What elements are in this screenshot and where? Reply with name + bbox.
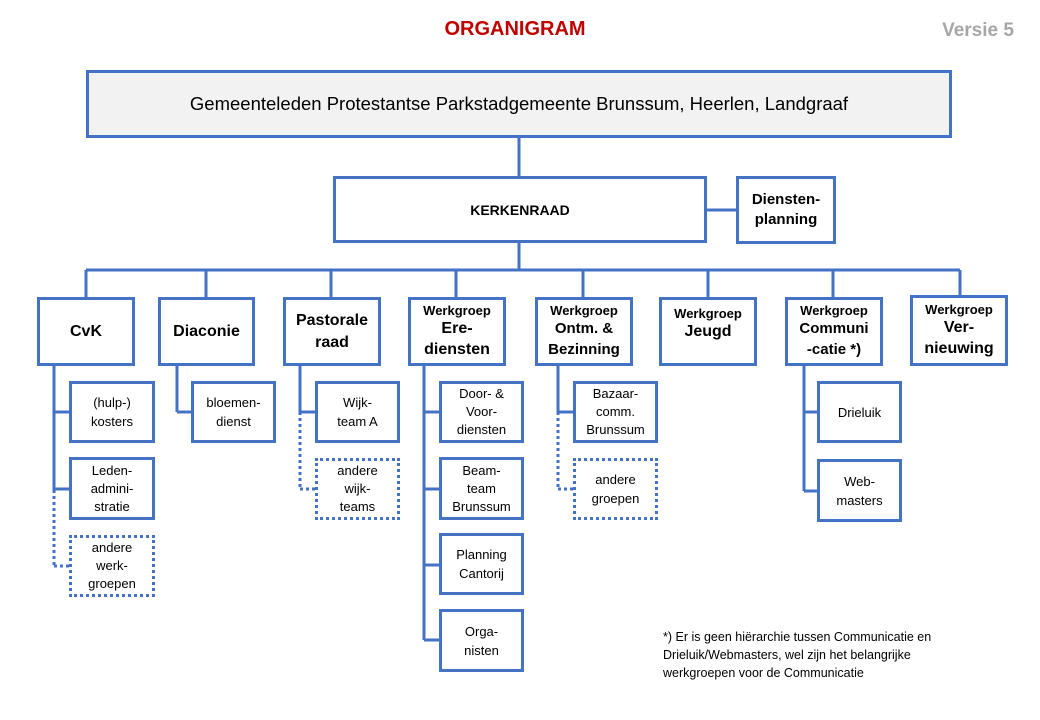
page-title: ORGANIGRAM [444, 18, 586, 40]
organisten-label: Orga- nisten [464, 623, 499, 658]
bazaarcomm-box: Bazaar- comm. Brunssum [573, 381, 658, 443]
vernieuwing-prefix: Werkgroep [925, 302, 993, 317]
diaconie-label: Diaconie [173, 322, 240, 340]
communicatie-box: Werkgroep Communi -catie *) [785, 297, 883, 366]
wijkteam-a-box: Wijk- team A [315, 381, 400, 443]
ontmoeting-label: Ontm. & Bezinning [548, 320, 620, 358]
members-label: Gemeenteleden Protestantse Parkstadgemee… [189, 93, 849, 114]
organisten-box: Orga- nisten [439, 609, 524, 672]
bloemendienst-box: bloemen- dienst [191, 381, 276, 443]
erediensten-box: Werkgroep Ere- diensten [408, 297, 506, 366]
andere-groepen-label: andere groepen [591, 472, 640, 506]
pastorale-raad-label: Pastorale raad [295, 311, 369, 351]
version-label: Versie 5 [942, 20, 1014, 41]
andere-wijkteams-label: andere wijk- teams [337, 463, 378, 514]
members-box: Gemeenteleden Protestantse Parkstadgemee… [86, 70, 952, 138]
andere-groepen-box: andere groepen [573, 458, 658, 520]
jeugd-label: Jeugd [684, 323, 732, 340]
bloemendienst-label: bloemen- dienst [206, 395, 261, 429]
vernieuwing-label: Ver- nieuwing [924, 319, 994, 357]
vernieuwing-box: Werkgroep Ver- nieuwing [910, 295, 1008, 366]
andere-werkgroepen-box: andere werk- groepen [69, 535, 155, 597]
erediensten-label: Ere- diensten [424, 320, 490, 358]
andere-wijkteams-box: andere wijk- teams [315, 458, 400, 520]
door-voordiensten-label: Door- & Voor- diensten [456, 386, 507, 437]
communicatie-prefix: Werkgroep [800, 303, 868, 318]
hulpkosters-label: (hulp-) kosters [91, 395, 133, 429]
drieluik-box: Drieluik [817, 381, 902, 443]
dienstenplanning-box: Diensten- planning [736, 176, 836, 244]
hulpkosters-box: (hulp-) kosters [69, 381, 155, 443]
planning-cantorij-box: Planning Cantorij [439, 533, 524, 595]
pastorale-raad-box: Pastorale raad [283, 297, 381, 366]
kerkenraad-label: KERKENRAAD [470, 201, 570, 218]
communicatie-label: Communi -catie *) [799, 320, 869, 358]
cvk-label: CvK [69, 322, 102, 340]
dienstenplanning-label: Diensten- planning [751, 191, 821, 228]
drieluik-label: Drieluik [837, 404, 882, 420]
ledenadministratie-box: Leden- admini- stratie [69, 457, 155, 520]
webmasters-box: Web- masters [817, 459, 902, 522]
beamteam-box: Beam- team Brunssum [439, 457, 524, 520]
ontmoeting-box: Werkgroep Ontm. & Bezinning [535, 297, 633, 366]
cvk-box: CvK [37, 297, 135, 366]
ontmoeting-prefix: Werkgroep [550, 303, 618, 318]
andere-werkgroepen-label: andere werk- groepen [88, 540, 136, 591]
diaconie-box: Diaconie [158, 297, 255, 366]
beamteam-label: Beam- team Brunssum [452, 462, 511, 514]
erediensten-prefix: Werkgroep [423, 303, 491, 318]
footnote: *) Er is geen hiërarchie tussen Communic… [663, 630, 932, 680]
jeugd-prefix: Werkgroep [674, 306, 742, 321]
door-voordiensten-box: Door- & Voor- diensten [439, 381, 524, 443]
jeugd-box: Werkgroep Jeugd [659, 297, 757, 366]
wijkteam-a-label: Wijk- team A [337, 395, 378, 429]
bazaarcomm-label: Bazaar- comm. Brunssum [586, 386, 645, 437]
ledenadministratie-label: Leden- admini- stratie [90, 462, 134, 514]
kerkenraad-box: KERKENRAAD [333, 176, 707, 243]
planning-cantorij-label: Planning Cantorij [456, 547, 507, 581]
webmasters-label: Web- masters [836, 473, 883, 508]
